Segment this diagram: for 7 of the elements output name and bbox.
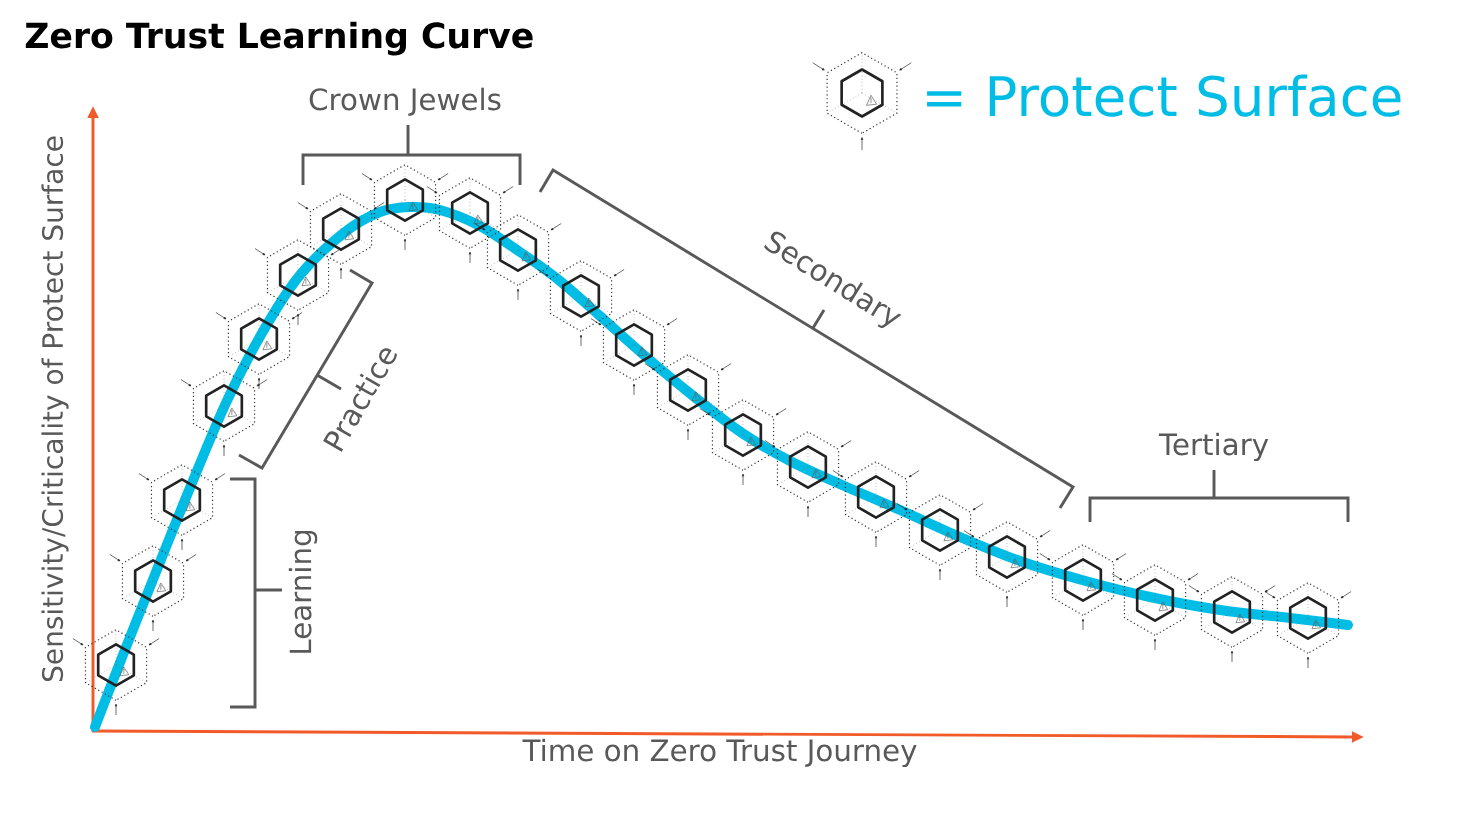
bracket-label: Tertiary bbox=[1158, 432, 1269, 462]
bracket-label: Crown Jewels bbox=[309, 87, 501, 116]
legend-text: = Protect Surface bbox=[927, 74, 1401, 117]
axis-label: Sensitivity/Criticality of Protect Surface bbox=[41, 136, 69, 682]
bracket-label: Learning bbox=[288, 531, 318, 653]
title: Zero Trust Learning Curve bbox=[25, 21, 533, 56]
axis-label: Time on Zero Trust Journey bbox=[522, 738, 917, 768]
